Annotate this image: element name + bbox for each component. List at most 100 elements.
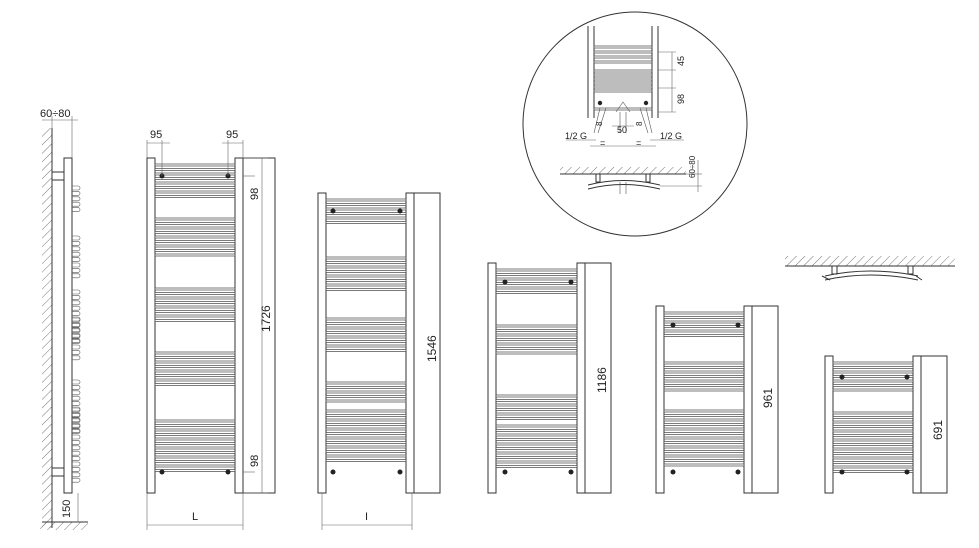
radiator-bar: [154, 190, 236, 194]
radiator-bar: [663, 384, 745, 387]
radiator-bar: [663, 325, 745, 328]
radiator-bar: [593, 77, 653, 81]
side-tube: [72, 350, 81, 355]
radiator-bar: [663, 370, 745, 374]
side-tube: [72, 434, 81, 440]
radiator-bar: [495, 291, 578, 294]
radiator-bar: [325, 265, 407, 269]
radiator-bar: [663, 454, 745, 458]
radiator-961: 961: [655, 305, 779, 494]
radiator-bar: [832, 452, 914, 455]
radiator-bar: [154, 383, 236, 386]
side-tube: [72, 241, 81, 246]
side-tube: [72, 417, 81, 423]
radiator-bar: [325, 344, 407, 348]
radiator-bar: [663, 361, 745, 365]
radiator-bar: [663, 432, 745, 435]
radiator-bar: [832, 379, 914, 383]
side-tube: [72, 268, 81, 273]
radiator-bar: [663, 445, 745, 449]
side-tube: [72, 477, 81, 483]
radiator-bar: [832, 411, 914, 415]
radiator-bar: [154, 249, 236, 252]
side-tube: [72, 456, 81, 461]
radiator-bar: [154, 172, 236, 176]
side-tube: [72, 311, 81, 316]
side-tube: [72, 317, 81, 323]
radiator-bar: [154, 226, 236, 230]
detail-dim-8-left: 8: [595, 121, 604, 126]
radiator-bar: [325, 322, 407, 325]
side-tube: [72, 450, 81, 456]
side-tube: [72, 327, 81, 333]
radiator-bar: [495, 347, 578, 350]
radiator-bar: [495, 451, 578, 455]
radiator-bar: [325, 459, 407, 462]
radiator-bar: [593, 85, 653, 89]
radiator-bar: [663, 316, 745, 319]
radiator-bar: [154, 442, 236, 445]
radiator-bar: [832, 361, 914, 365]
side-tube: [72, 273, 81, 279]
radiator-bar: [154, 195, 236, 198]
wall-hatch: [42, 128, 52, 528]
radiator-bar: [325, 274, 407, 278]
detail-equal-left: =: [600, 138, 605, 148]
side-tube: [72, 196, 81, 202]
radiator-bar: [325, 381, 407, 385]
radiator-bar: [154, 433, 236, 436]
radiator-bar: [154, 177, 236, 180]
radiator-bar: [154, 351, 236, 355]
radiator-bar: [663, 311, 745, 315]
radiator-bar: [663, 441, 745, 444]
radiator-1726-top-offset: 98: [249, 188, 261, 200]
side-tube: [72, 338, 81, 343]
radiator-bar: [325, 390, 407, 394]
detail-dim-45: 45: [676, 56, 686, 66]
side-tube: [72, 300, 81, 306]
radiator-bar: [832, 366, 914, 369]
radiator-bar: [325, 432, 407, 435]
floor-hatch: [40, 522, 88, 530]
side-tube: [72, 251, 81, 257]
radiator-bar: [832, 429, 914, 433]
side-tube: [72, 235, 81, 241]
radiator-bar: [325, 445, 407, 449]
radiator-bar: [495, 333, 578, 337]
radiator-bar: [663, 366, 745, 369]
radiator-bar: [663, 427, 745, 431]
side-tube: [72, 344, 81, 350]
radiator-bar: [593, 107, 653, 111]
radiator-bar: [832, 456, 914, 460]
radiator-bar: [832, 425, 914, 428]
side-tube: [72, 445, 81, 451]
radiator-1726-bars: [154, 163, 236, 472]
side-tube: [72, 295, 81, 300]
radiator-bar: [154, 292, 236, 295]
radiator-bar: [495, 329, 578, 332]
side-tube: [72, 185, 81, 191]
radiator-bar: [325, 317, 407, 321]
detail-thread-right: 1/2 G: [660, 131, 682, 141]
detail-dim-8-right: 8: [635, 121, 644, 126]
radiator-bar: [154, 419, 236, 423]
radiator-bar: [154, 428, 236, 432]
radiator-bar: [154, 464, 236, 468]
radiator-bar: [593, 60, 653, 64]
radiator-bar: [832, 420, 914, 424]
radiator-bar: [154, 451, 236, 454]
radiator-1726-bottom-offset: 98: [249, 455, 261, 467]
radiator-bar: [325, 198, 407, 202]
side-tube: [72, 322, 81, 327]
radiator-bar: [663, 463, 745, 467]
radiator-bar: [832, 416, 914, 419]
radiator-bar: [154, 235, 236, 239]
radiator-bar: [154, 424, 236, 427]
radiator-1726-connection-bottom-right: [225, 469, 231, 475]
radiator-1726-width-label: L: [192, 511, 198, 523]
radiator-bar: [154, 305, 236, 309]
detail-thread-left: 1/2 G: [565, 131, 587, 141]
side-tube: [72, 207, 81, 212]
side-tube-profile: [72, 185, 81, 483]
radiator-1726-spacing-left: 95: [150, 129, 162, 141]
